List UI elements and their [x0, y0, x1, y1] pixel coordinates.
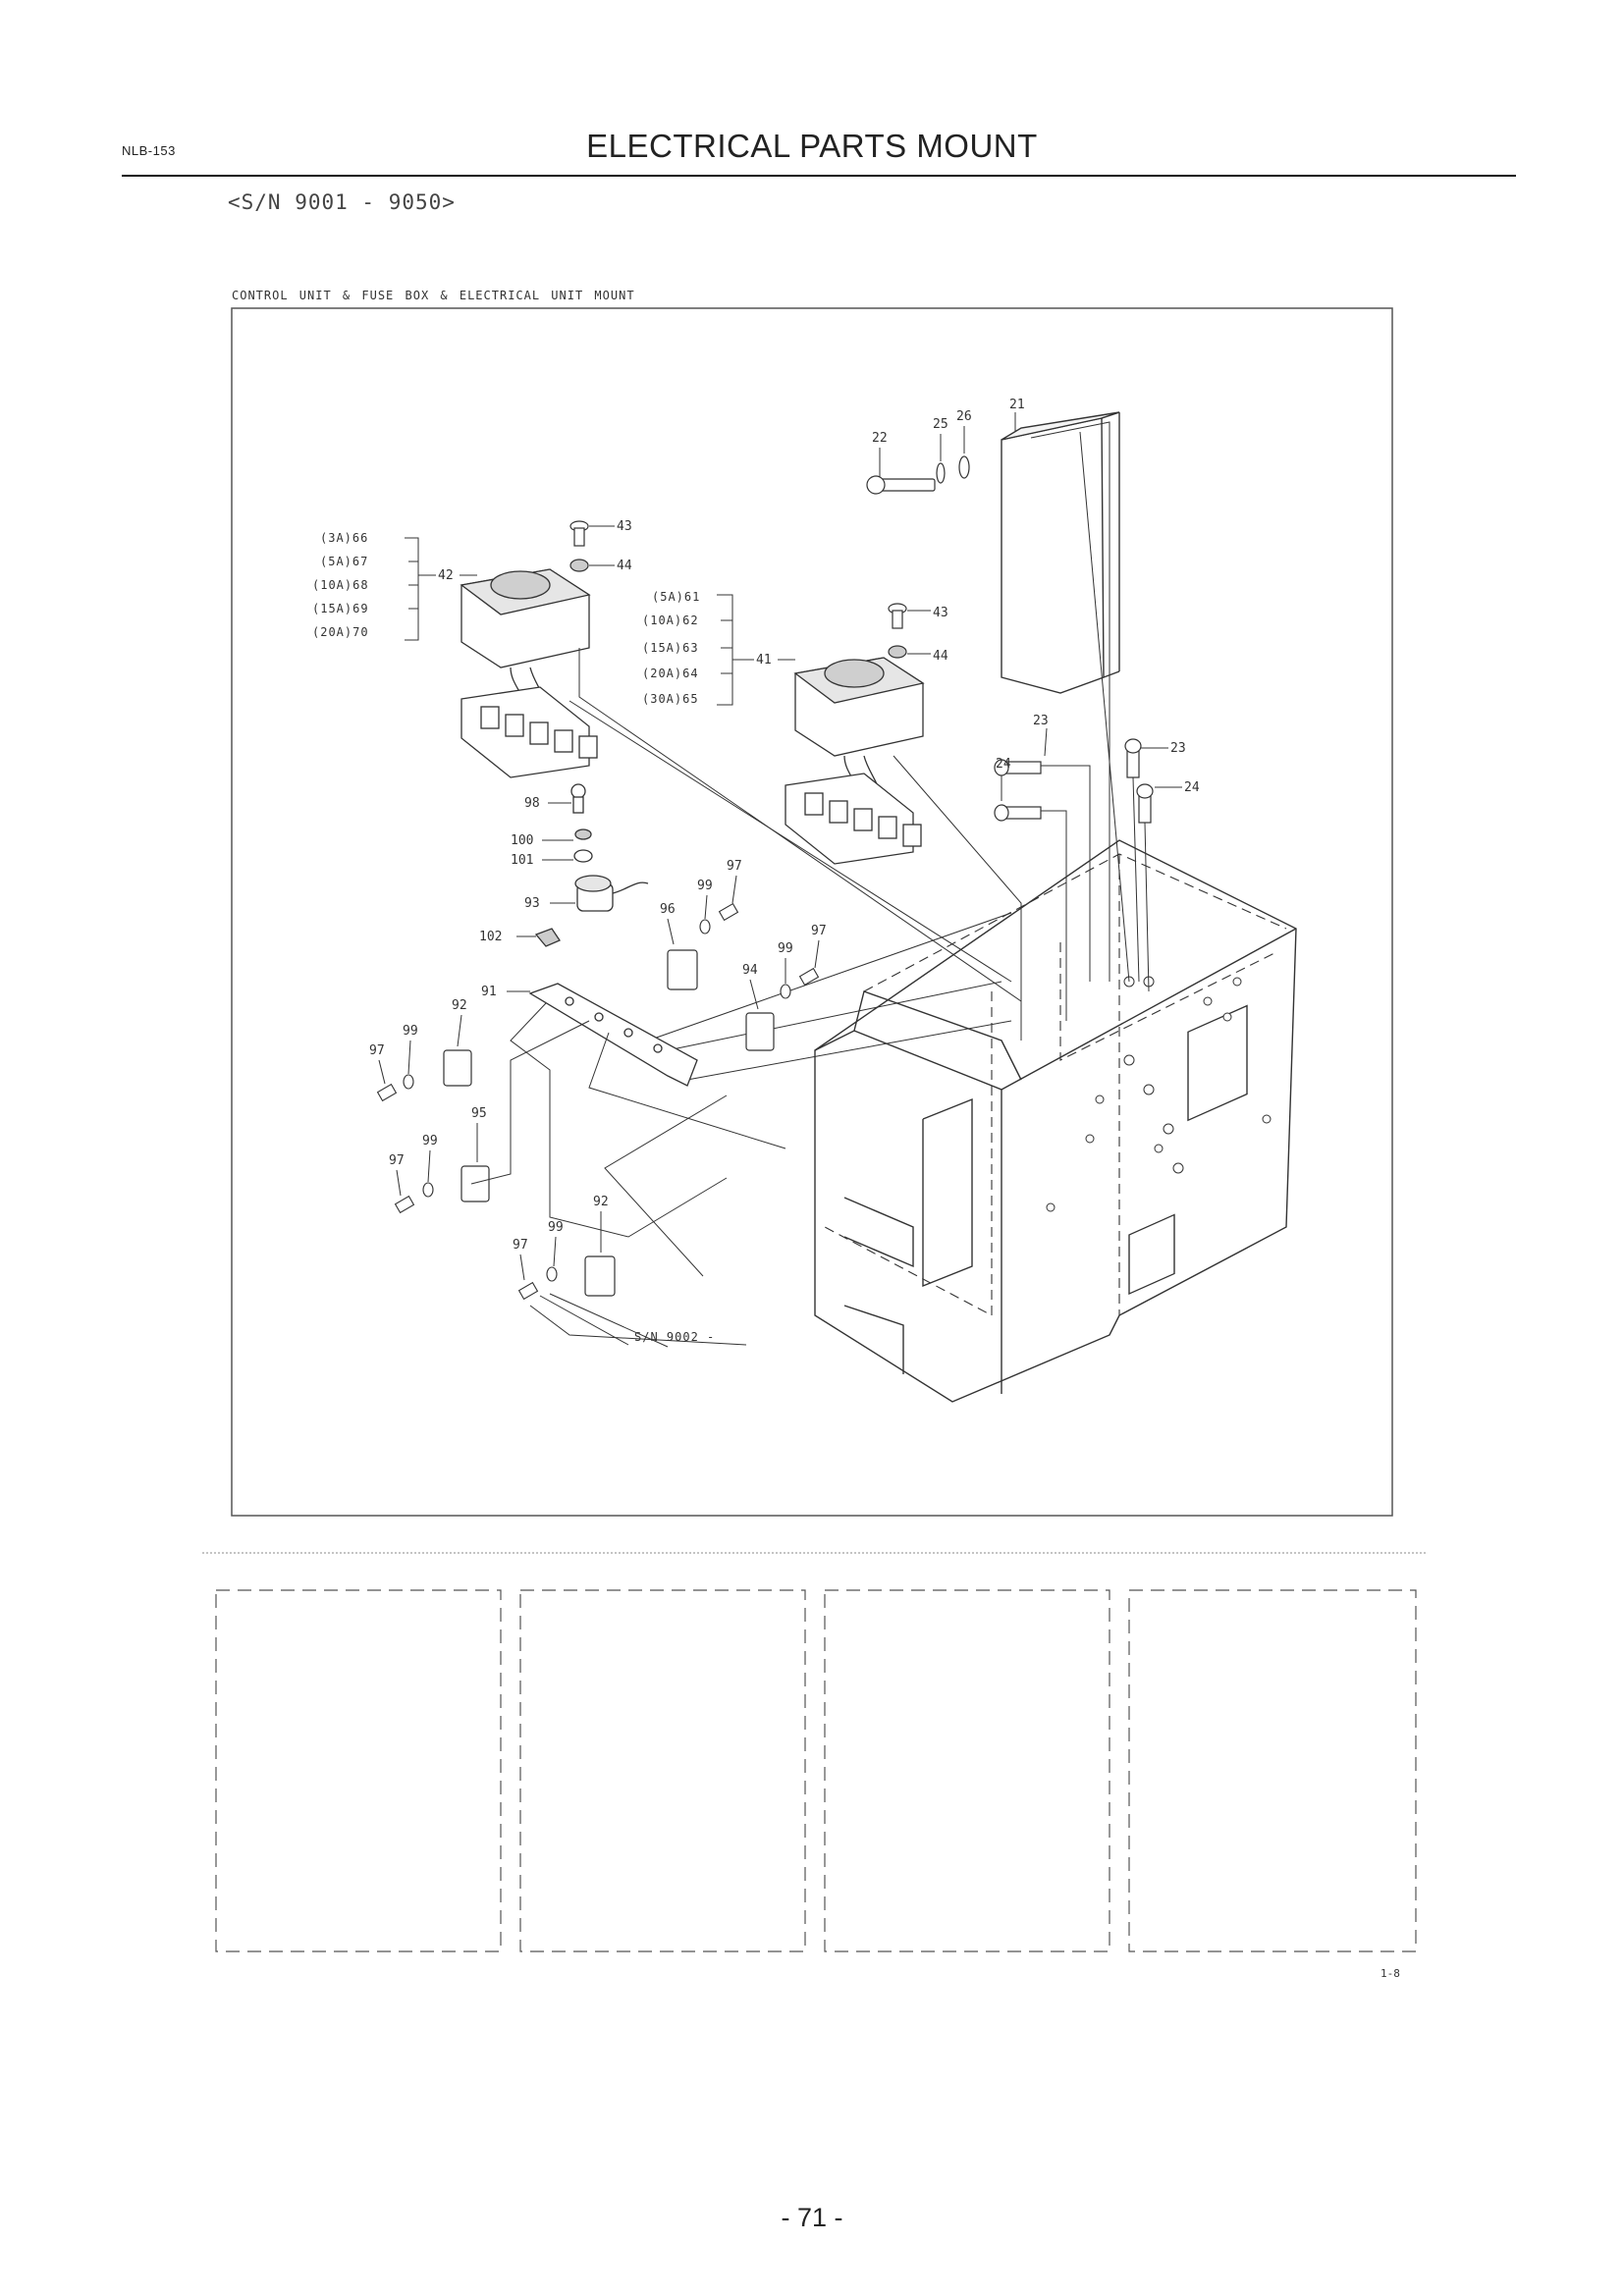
reference-box-2: [519, 1589, 806, 1952]
callout-99-e: 99: [548, 1220, 564, 1235]
screw-22-drawing: [866, 455, 970, 495]
fuse-box-41-drawing: [785, 657, 925, 865]
document-code: NLB-153: [122, 143, 176, 158]
callout-94: 94: [742, 963, 758, 978]
fuse-spec-68: (10A)68: [312, 578, 369, 592]
fuse-box-41-bracket: [717, 594, 754, 706]
callout-97-e: 97: [513, 1238, 528, 1253]
figure-caption: CONTROL UNIT & FUSE BOX & ELECTRICAL UNI…: [232, 289, 635, 302]
relay-leader-lines: [470, 1002, 786, 1348]
callout-92-a: 92: [452, 998, 467, 1013]
fuse-spec-67: (5A)67: [320, 555, 368, 568]
callout-24-left: 24: [996, 757, 1011, 772]
callout-100: 100: [511, 833, 533, 848]
callout-44-left: 44: [617, 559, 632, 573]
fuse-spec-61: (5A)61: [652, 590, 700, 604]
fuse-box-42-bracket: [405, 537, 436, 641]
callout-ticks: [378, 412, 1182, 1281]
serial-note: S/N 9002 -: [634, 1330, 715, 1344]
reference-boxes: [215, 1589, 1417, 1952]
callout-99-c: 99: [403, 1024, 418, 1039]
reference-box-4: [1128, 1589, 1417, 1952]
fuse-spec-62: (10A)62: [642, 614, 699, 627]
callout-98: 98: [524, 796, 540, 811]
fuse-box-42-spec-list: (3A)66 (5A)67 (10A)68 (15A)69 (20A)70: [312, 531, 369, 639]
callout-96: 96: [660, 902, 676, 917]
callout-92-b: 92: [593, 1195, 609, 1209]
callout-23-left: 23: [1033, 714, 1049, 728]
fuse-spec-64: (20A)64: [642, 667, 699, 680]
callout-44-right: 44: [933, 649, 948, 664]
callout-21: 21: [1009, 398, 1025, 412]
callout-42: 42: [438, 568, 454, 583]
callout-41: 41: [756, 653, 772, 667]
callout-26: 26: [956, 409, 972, 424]
leader-lines: [568, 421, 1150, 1081]
callout-22: 22: [872, 431, 888, 446]
bolts-23-24-drawing: [994, 738, 1154, 824]
callout-99-a: 99: [697, 879, 713, 893]
callout-97-b: 97: [811, 924, 827, 938]
reference-box-3: [824, 1589, 1110, 1952]
fuse-spec-66: (3A)66: [320, 531, 368, 545]
callout-101: 101: [511, 853, 533, 868]
control-unit-drawing: [1001, 411, 1120, 694]
callout-24-right: 24: [1184, 780, 1200, 795]
callout-97-d: 97: [389, 1153, 405, 1168]
callout-91: 91: [481, 985, 497, 999]
callout-93: 93: [524, 896, 540, 911]
electrical-unit-plate-drawing: [528, 783, 698, 1087]
callout-25: 25: [933, 417, 948, 432]
fuse-spec-70: (20A)70: [312, 625, 369, 639]
page-number: - 71 -: [781, 2203, 843, 2232]
screws-97-99-drawing: [376, 902, 820, 1301]
relays-drawing: [443, 949, 775, 1297]
title-rule: [122, 175, 1516, 177]
fuse-box-41-spec-list: (5A)61 (10A)62 (15A)63 (20A)64 (30A)65: [642, 590, 700, 706]
fuse-spec-65: (30A)65: [642, 692, 699, 706]
page-title: ELECTRICAL PARTS MOUNT: [586, 128, 1038, 164]
chassis-hidden-lines: [824, 853, 1287, 1316]
callout-43-left: 43: [617, 519, 632, 534]
callout-99-d: 99: [422, 1134, 438, 1148]
chassis-holes: [1046, 976, 1272, 1212]
fuse-spec-63: (15A)63: [642, 641, 699, 655]
callout-102: 102: [479, 930, 502, 944]
callout-23-right: 23: [1170, 741, 1186, 756]
serial-range: <S/N 9001 - 9050>: [228, 190, 456, 214]
reference-box-1: [215, 1589, 502, 1952]
callout-labels: 21 22 25 26 43 44 42 43 44 41 23 24 23 2…: [369, 398, 1200, 1344]
fuse-box-42-drawing: [460, 568, 598, 778]
callout-95: 95: [471, 1106, 487, 1121]
callout-97-c: 97: [369, 1043, 385, 1058]
figure-code: 1-8: [1380, 1967, 1400, 1980]
screw-43-right-drawing: [888, 603, 907, 659]
callout-97-a: 97: [727, 859, 742, 874]
fuse-spec-69: (15A)69: [312, 602, 369, 615]
callout-99-b: 99: [778, 941, 793, 956]
chassis-frame-drawing: [814, 839, 1297, 1403]
screw-43-left-drawing: [569, 520, 589, 572]
figure-frame: [231, 307, 1393, 1517]
callout-43-right: 43: [933, 606, 948, 620]
